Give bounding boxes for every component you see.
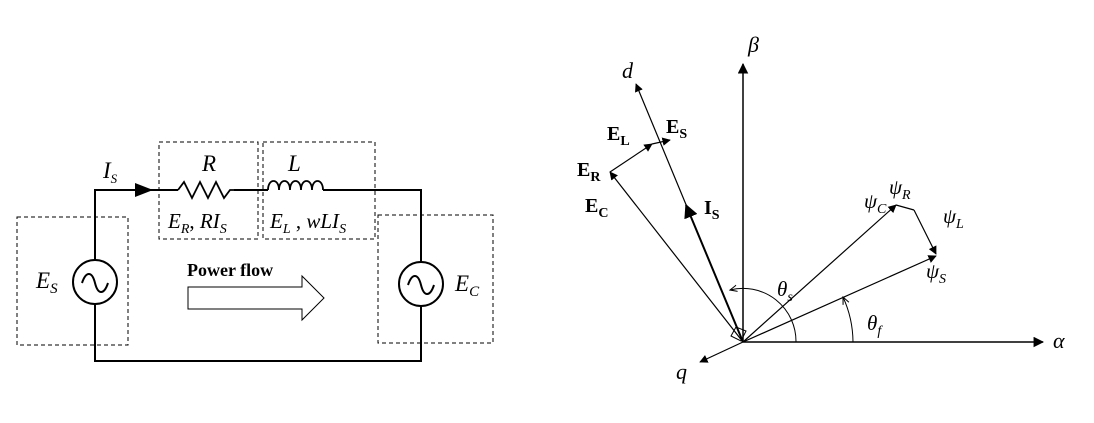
inductor-drop-label: EL , wLIS bbox=[269, 209, 346, 237]
psi-r-label: ψR bbox=[889, 175, 911, 203]
phasor-labels: α β d q EL ES ER EC IS ψC ψR ψL ψS θs θf bbox=[577, 32, 1065, 384]
power-flow-label: Power flow bbox=[187, 260, 273, 280]
psi-r-vector bbox=[895, 204, 915, 211]
theta-s-arc bbox=[730, 288, 797, 343]
circuit-labels: IS R ER, RIS L EL , wLIS ES EC Power flo… bbox=[35, 151, 480, 300]
ec-label: EC bbox=[585, 195, 608, 221]
psi-s-label: ψS bbox=[926, 259, 946, 287]
source-left-label: ES bbox=[35, 268, 58, 297]
wire-top-left bbox=[94, 189, 178, 260]
source-right-label: EC bbox=[454, 271, 480, 300]
alpha-label: α bbox=[1053, 328, 1065, 353]
phasor-diagram bbox=[609, 62, 1045, 363]
source-right-box bbox=[377, 214, 494, 344]
theta-s-label: θs bbox=[777, 277, 793, 305]
inductor-symbol bbox=[267, 180, 324, 191]
el-vector bbox=[651, 137, 671, 146]
d-label: d bbox=[622, 58, 634, 83]
er-label: ER bbox=[577, 159, 601, 185]
theta-f-arc bbox=[843, 297, 854, 343]
beta-label: β bbox=[747, 32, 759, 57]
circuit-diagram bbox=[16, 141, 494, 362]
resistor-symbol bbox=[177, 179, 234, 201]
is-label: IS bbox=[704, 197, 720, 223]
resistor-label: R bbox=[201, 151, 216, 176]
power-flow-arrow bbox=[187, 274, 325, 322]
wire-top-right bbox=[323, 189, 422, 262]
inductor-box bbox=[262, 141, 376, 240]
es-label: ES bbox=[666, 116, 687, 142]
is-vector bbox=[684, 203, 744, 343]
er-vector bbox=[609, 143, 653, 173]
psi-s-vector bbox=[742, 255, 937, 343]
psi-l-vector bbox=[913, 209, 937, 255]
resistor-drop-label: ER, RIS bbox=[167, 209, 227, 237]
inductor-label: L bbox=[287, 151, 301, 176]
ec-vector bbox=[609, 171, 744, 343]
q-label: q bbox=[676, 359, 687, 384]
current-label: IS bbox=[102, 158, 118, 186]
theta-f-label: θf bbox=[867, 311, 883, 339]
el-label: EL bbox=[607, 123, 630, 149]
current-arrow-head bbox=[135, 183, 153, 197]
ac-wave-right bbox=[407, 275, 435, 295]
psi-c-label: ψC bbox=[864, 189, 887, 217]
psi-l-label: ψL bbox=[943, 204, 964, 232]
wire-bottom bbox=[94, 304, 422, 362]
psi-c-vector bbox=[742, 204, 897, 343]
q-axis bbox=[699, 341, 744, 363]
ac-wave-left bbox=[81, 273, 109, 293]
source-left-box bbox=[16, 216, 129, 346]
